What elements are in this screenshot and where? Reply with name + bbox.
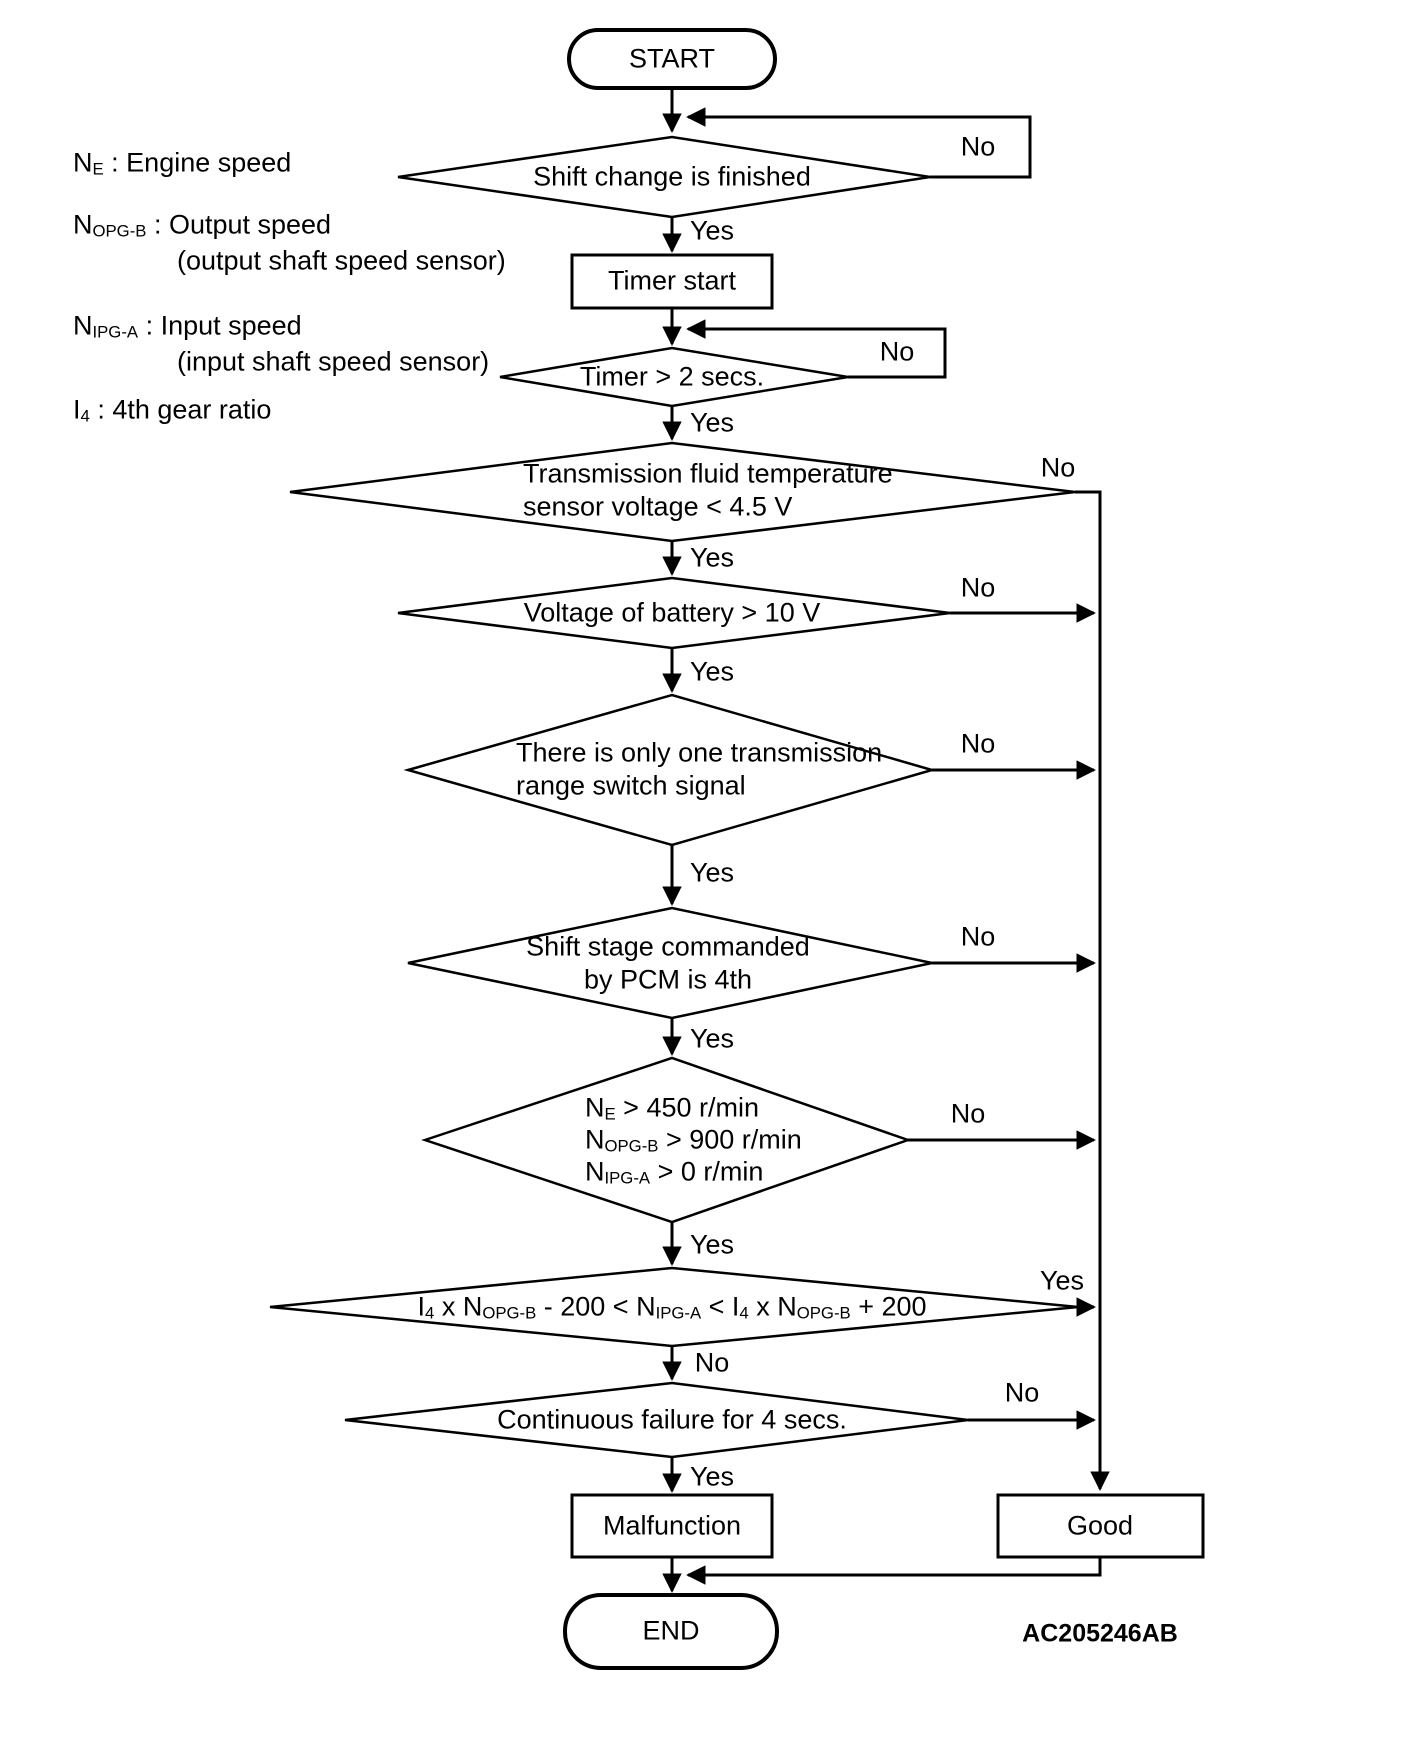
decision-shift-stage-shape <box>407 906 933 1020</box>
connector-fluid-temp-no-rail <box>1075 490 1110 1491</box>
connector-shift-change-no-loop <box>686 107 1032 179</box>
branch-label-ratio-window-yes: Yes <box>1039 1265 1085 1296</box>
branch-label-fluid-temp-yes: Yes <box>689 542 735 573</box>
branch-label-shift-stage-no: No <box>960 921 996 952</box>
decision-shift-stage-label-line1: Shift stage commanded <box>526 931 810 962</box>
start-terminal-label: START <box>628 43 716 74</box>
decision-speeds-label-line2: NOPG-B > 900 r/min <box>585 1124 802 1156</box>
branch-label-range-switch-no: No <box>960 728 996 759</box>
branch-label-ratio-window-no: No <box>694 1347 730 1378</box>
legend-engine-speed: NE : Engine speed <box>73 147 292 179</box>
branch-label-speeds-no: No <box>950 1098 986 1129</box>
process-good-label: Good <box>1066 1510 1134 1541</box>
figure-code: AC205246AB <box>1022 1619 1178 1648</box>
decision-fluid-temp-label-line2: sensor voltage < 4.5 V <box>523 491 793 522</box>
legend-4th-gear-ratio: I4 : 4th gear ratio <box>73 394 272 426</box>
decision-speeds-label-line1: NE > 450 r/min <box>585 1092 759 1124</box>
branch-label-continuous-failure-no: No <box>1004 1377 1040 1408</box>
decision-ratio-window-label: I4 x NOPG-B - 200 < NIPG-A < I4 x NOPG-B… <box>417 1291 927 1323</box>
decision-shift-change-label: Shift change is finished <box>533 161 811 192</box>
connector-timer-no-loop <box>686 319 947 379</box>
branch-label-shift-change-yes: Yes <box>689 215 735 246</box>
branch-label-fluid-temp-no: No <box>1040 452 1076 483</box>
decision-fluid-temp-label-line1: Transmission fluid temperature <box>523 458 893 489</box>
decision-speeds-shape <box>421 1056 912 1224</box>
branch-label-shift-stage-yes: Yes <box>689 1023 735 1054</box>
decision-battery-shape <box>397 576 951 650</box>
decision-range-switch-shape <box>403 693 937 847</box>
decision-timer-check-shape <box>499 346 849 408</box>
decision-battery-label: Voltage of battery > 10 V <box>523 597 821 628</box>
decision-range-switch-label-line2: range switch signal <box>516 770 746 801</box>
branch-label-range-switch-yes: Yes <box>689 857 735 888</box>
branch-label-continuous-failure-yes: Yes <box>689 1461 735 1492</box>
decision-fluid-temp-shape <box>289 441 1076 543</box>
legend-output-speed: NOPG-B : Output speed <box>73 209 332 241</box>
decision-shift-stage-label-line2: by PCM is 4th <box>583 964 753 995</box>
decision-continuous-failure-label: Continuous failure for 4 secs. <box>497 1404 847 1435</box>
legend-input-speed: NIPG-A : Input speed <box>73 310 302 342</box>
branch-label-timer-no: No <box>879 336 915 367</box>
start-terminal-shape <box>567 28 777 90</box>
branch-label-speeds-yes: Yes <box>689 1229 735 1260</box>
decision-speeds-label-line3: NIPG-A > 0 r/min <box>585 1156 764 1188</box>
process-timer-start-label: Timer start <box>608 265 736 296</box>
decision-range-switch-label-line1: There is only one transmission <box>516 737 883 768</box>
process-good-shape <box>996 1493 1205 1559</box>
legend-input-speed-desc: (input shaft speed sensor) <box>177 346 490 377</box>
process-timer-start-shape <box>570 253 774 310</box>
branch-label-battery-no: No <box>960 572 996 603</box>
decision-continuous-failure-shape <box>344 1381 969 1459</box>
branch-label-timer-yes: Yes <box>689 407 735 438</box>
decision-ratio-window-shape <box>269 1266 1079 1348</box>
end-terminal-label: END <box>642 1615 700 1646</box>
branch-label-battery-yes: Yes <box>689 656 735 687</box>
process-malfunction-shape <box>570 1493 774 1559</box>
end-terminal-shape <box>563 1593 779 1670</box>
decision-shift-change-shape <box>397 135 931 219</box>
decision-timer-check-label: Timer > 2 secs. <box>579 361 765 392</box>
branch-label-shift-change-no: No <box>960 131 996 162</box>
process-malfunction-label: Malfunction <box>602 1510 742 1541</box>
legend-output-speed-desc: (output shaft speed sensor) <box>177 245 506 276</box>
connector-good-to-end-junction <box>686 1557 1102 1585</box>
